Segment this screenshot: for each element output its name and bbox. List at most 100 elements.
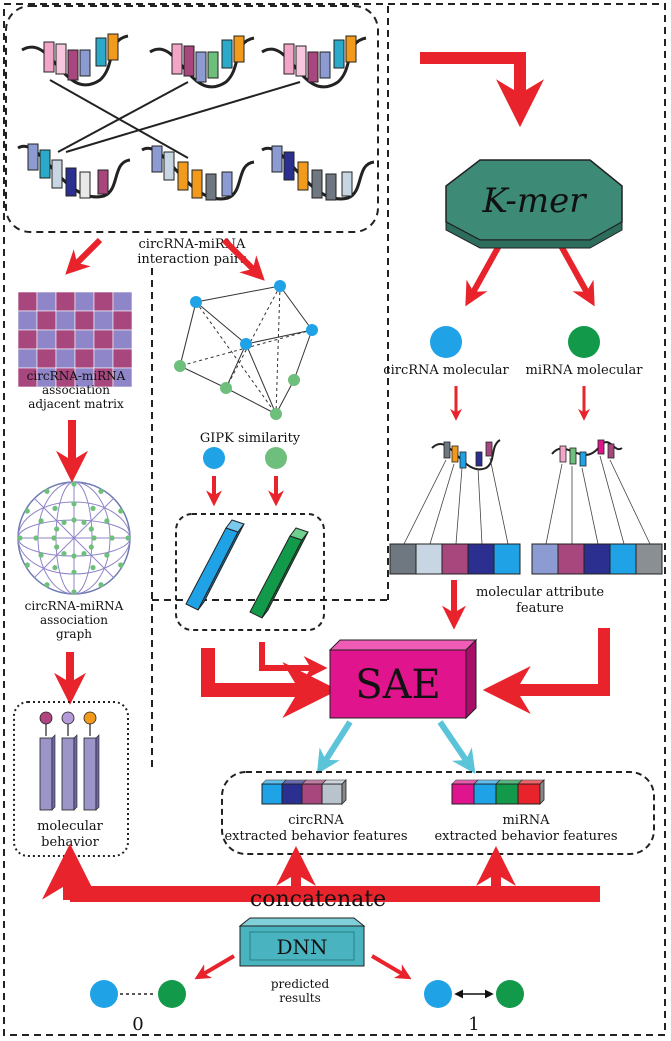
- matrix-cell: [93, 348, 114, 369]
- feature-cell: [583, 543, 611, 575]
- concatenate-connector: [42, 843, 600, 902]
- sphere-node: [104, 518, 110, 524]
- sphere-node: [54, 544, 60, 550]
- label-predicted-2: results: [279, 991, 321, 1005]
- sphere-node: [44, 488, 50, 494]
- dnn-label: DNN: [276, 935, 327, 959]
- matrix-cell: [55, 291, 76, 312]
- association-adjacent-matrix: [17, 291, 133, 388]
- rna-helix-bottom-2: [141, 145, 255, 201]
- feature-cell: [493, 543, 521, 575]
- feature-cell: [441, 543, 469, 575]
- sphere-node: [71, 553, 77, 559]
- sphere-node: [104, 552, 110, 558]
- circrna-attribute-group: [389, 439, 521, 575]
- matrix-cell: [36, 348, 57, 369]
- matrix-cell: [17, 329, 38, 350]
- label-circ-extracted-2: extracted behavior features: [224, 829, 407, 844]
- cyan-arrows: [316, 720, 476, 775]
- label-mol-behavior-1: molecular: [37, 819, 104, 834]
- red-arrows-top: [65, 52, 595, 307]
- sphere-node: [24, 562, 30, 568]
- molecular-behavior-box: molecular behavior: [13, 701, 129, 857]
- label-mirna-extracted-1: miRNA: [502, 813, 550, 828]
- dnn-block: DNN: [238, 917, 366, 967]
- sphere-node: [44, 582, 50, 588]
- sphere-node: [81, 519, 87, 526]
- mirna-node: [568, 326, 600, 358]
- result-1-label: 1: [468, 1014, 479, 1035]
- matrix-cell: [55, 329, 76, 350]
- matrix-cell: [36, 310, 57, 331]
- feature-cell: [281, 783, 303, 805]
- gipk-network: [174, 280, 318, 420]
- feature-cell-side: [539, 779, 545, 805]
- matrix-cell: [112, 291, 133, 312]
- gipk-circrna-node: [203, 447, 225, 469]
- red-arrows-into-sae: [201, 628, 610, 718]
- matrix-cell: [93, 291, 114, 312]
- label-assoc-graph-3: graph: [56, 627, 92, 641]
- matrix-cell: [93, 329, 114, 350]
- label-interaction-pairs-2: interaction pairs: [137, 252, 247, 267]
- feature-cell: [557, 543, 585, 575]
- feature-cell: [415, 543, 443, 575]
- pin-head: [83, 711, 97, 725]
- label-predicted-1: predicted: [271, 977, 330, 991]
- label-circ-extracted-1: circRNA: [288, 813, 344, 828]
- red-arrows-dnn: [194, 954, 412, 980]
- sphere-node: [33, 535, 39, 541]
- matrix-cell: [36, 291, 57, 312]
- sphere-node: [71, 481, 77, 487]
- sphere-node: [125, 535, 131, 541]
- sphere-node: [98, 488, 104, 494]
- sphere-node: [61, 519, 67, 526]
- feature-cell: [609, 543, 637, 575]
- result-positive: [424, 980, 524, 1008]
- feature-cell: [261, 783, 283, 805]
- matrix-cell: [17, 348, 38, 369]
- matrix-cell: [93, 310, 114, 331]
- behavior-bar-side: [95, 734, 100, 811]
- sphere-node: [118, 508, 124, 514]
- kmer-block: K-mer: [445, 159, 623, 249]
- similarity-vectors-box: [175, 513, 325, 631]
- feature-cell: [473, 783, 497, 805]
- sphere-node: [54, 526, 60, 532]
- sphere-node: [51, 535, 57, 541]
- outer-border: [3, 3, 666, 1036]
- matrix-cell: [112, 367, 133, 388]
- label-mirna-extracted-2: extracted behavior features: [434, 829, 617, 844]
- behavior-bar: [39, 737, 53, 811]
- matrix-cell: [74, 291, 95, 312]
- rna-helix-bottom-1: [17, 143, 131, 199]
- red-arrows-molecular: [450, 386, 590, 421]
- mirna-feature-bar: [451, 779, 545, 805]
- sphere-nodes: [17, 481, 131, 595]
- matrix-cell: [55, 310, 76, 331]
- sphere-node: [98, 582, 104, 588]
- behavior-bar: [83, 737, 97, 811]
- feature-cell: [467, 543, 495, 575]
- frame: [3, 3, 666, 1036]
- feature-cell: [517, 783, 541, 805]
- behavior-bar-side: [73, 734, 78, 811]
- label-adj-matrix-3: adjacent matrix: [28, 397, 124, 411]
- matrix-cell: [112, 310, 133, 331]
- sphere-node: [52, 505, 58, 511]
- sphere-node: [38, 552, 44, 558]
- circrna-attribute-bar: [389, 543, 521, 575]
- concatenate-label: concatenate: [250, 887, 386, 912]
- matrix-cell: [112, 348, 133, 369]
- sphere-node: [71, 517, 77, 523]
- matrix-cell: [17, 310, 38, 331]
- feature-cell-side: [341, 779, 347, 805]
- sphere-node: [61, 550, 67, 557]
- feature-cell: [531, 543, 559, 575]
- sphere-node: [91, 535, 97, 541]
- label-attribute-feature-1: molecular attribute: [476, 585, 604, 600]
- matrix-cell: [17, 291, 38, 312]
- label-adj-matrix-2: association: [42, 383, 110, 397]
- label-adj-matrix-1: circRNA-miRNA: [27, 369, 126, 383]
